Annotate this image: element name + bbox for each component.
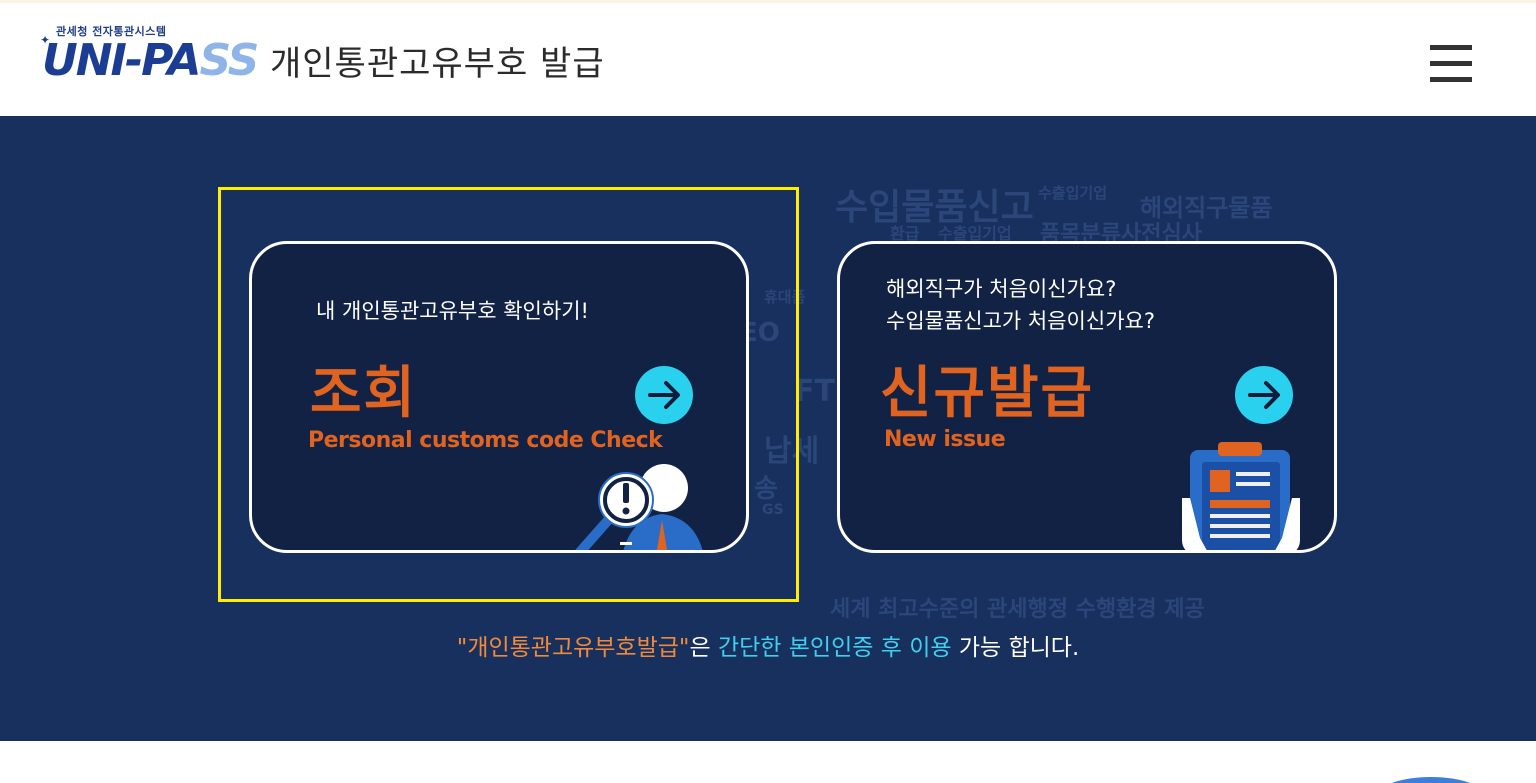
logo-subtitle: 관세청 전자통관시스템	[56, 25, 167, 38]
arrow-right-icon	[648, 381, 680, 409]
notice-text-part: 은	[689, 635, 718, 661]
check-card-title: 조회	[310, 361, 418, 426]
top-accent-line	[0, 0, 1536, 3]
notice-text-part: 가능 합니다.	[951, 635, 1080, 661]
new-card-title: 신규발급	[880, 361, 1095, 426]
bg-word: 수입물품신고	[835, 187, 1034, 228]
logo-wordmark: UNI-PASS	[42, 35, 259, 86]
notice-text: "개인통관고유부호발급"은 간단한 본인인증 후 이용 가능 합니다.	[0, 628, 1536, 662]
floating-button[interactable]	[1376, 777, 1486, 783]
new-card-description-1: 해외직구가 처음이신가요?	[886, 277, 1117, 301]
magnifier-person-icon	[575, 464, 703, 550]
new-card-description-2: 수입물품신고가 처음이신가요?	[886, 309, 1155, 333]
arrow-right-icon	[1248, 381, 1280, 409]
keyboard-focus-outline	[218, 187, 799, 602]
bg-word: FT	[794, 374, 835, 409]
new-issue-card[interactable]: 해외직구가 처음이신가요? 수입물품신고가 처음이신가요? 신규발급 New i…	[837, 241, 1337, 553]
bg-word: 수출입기업	[1038, 184, 1108, 202]
new-issue-arrow-button[interactable]	[1235, 366, 1293, 424]
header: ✦ 관세청 전자통관시스템 UNI-PASS 개인통관고유부호 발급	[0, 3, 1536, 116]
check-card-subtitle: Personal customs code Check	[308, 428, 663, 453]
bg-word: 해외직구물품	[1140, 194, 1273, 222]
bg-word: 세계 최고수준의 관세행정 수행환경 제공	[830, 597, 1205, 622]
new-card-subtitle: New issue	[884, 427, 1006, 452]
notice-highlight-auth: 간단한 본인인증 후 이용	[717, 635, 952, 661]
check-card-description: 내 개인통관고유부호 확인하기!	[316, 299, 589, 323]
unipass-logo[interactable]: ✦ 관세청 전자통관시스템 UNI-PASS	[40, 21, 262, 101]
check-code-card[interactable]: 내 개인통관고유부호 확인하기! 조회 Personal customs cod…	[249, 241, 749, 553]
star-icon: ✦	[40, 33, 51, 47]
clipboard-document-icon	[1182, 442, 1300, 550]
check-arrow-button[interactable]	[635, 366, 693, 424]
notice-highlight-service: "개인통관고유부호발급"	[456, 635, 690, 661]
page-title: 개인통관고유부호 발급	[270, 44, 605, 84]
hamburger-menu-icon[interactable]	[1430, 45, 1474, 85]
bottom-section	[0, 741, 1536, 783]
hero-section: 수입물품신고 수출입기업 해외직구물품 환급 수출입기업 품목분류사전심사 휴대…	[0, 116, 1536, 741]
